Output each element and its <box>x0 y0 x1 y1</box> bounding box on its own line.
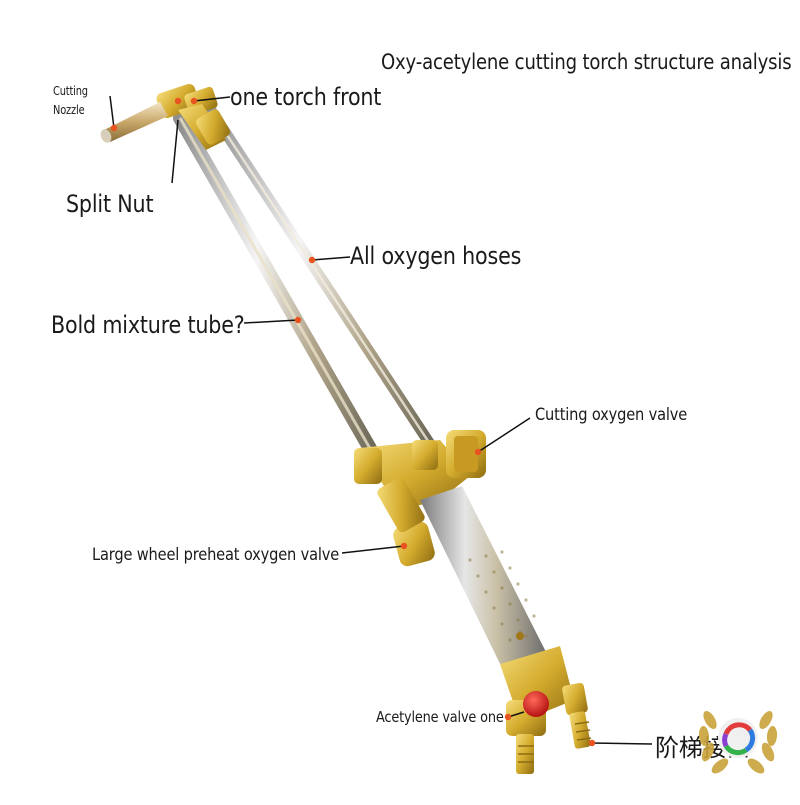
cutting-nozzle <box>100 102 168 143</box>
label-oxygen-hoses: All oxygen hoses <box>350 242 522 270</box>
label-acetylene-valve: Acetylene valve one <box>376 708 504 726</box>
acetylene-valve-knob <box>523 691 549 717</box>
laurel-wreath-logo-icon <box>698 710 778 774</box>
label-mixture-tube: Bold mixture tube? <box>51 311 245 339</box>
leader-lines <box>109 95 653 745</box>
label-cutting-oxygen-valve: Cutting oxygen valve <box>535 405 688 425</box>
label-torch-front: one torch front <box>230 83 382 111</box>
label-cutting-nozzle: Cutting Nozzle <box>53 82 88 120</box>
label-cutting-nozzle-line1: Cutting <box>53 84 88 98</box>
handle <box>420 486 548 672</box>
marker-dots <box>110 97 596 747</box>
rear-fittings <box>500 646 592 774</box>
label-preheat-oxygen-valve: Large wheel preheat oxygen valve <box>92 545 340 565</box>
label-cutting-nozzle-line2: Nozzle <box>53 103 85 117</box>
oxygen-tube <box>206 106 436 450</box>
diagram-title: Oxy-acetylene cutting torch structure an… <box>381 50 792 74</box>
torch-head <box>156 84 230 150</box>
mixture-tube <box>173 111 379 459</box>
label-split-nut: Split Nut <box>66 190 154 218</box>
